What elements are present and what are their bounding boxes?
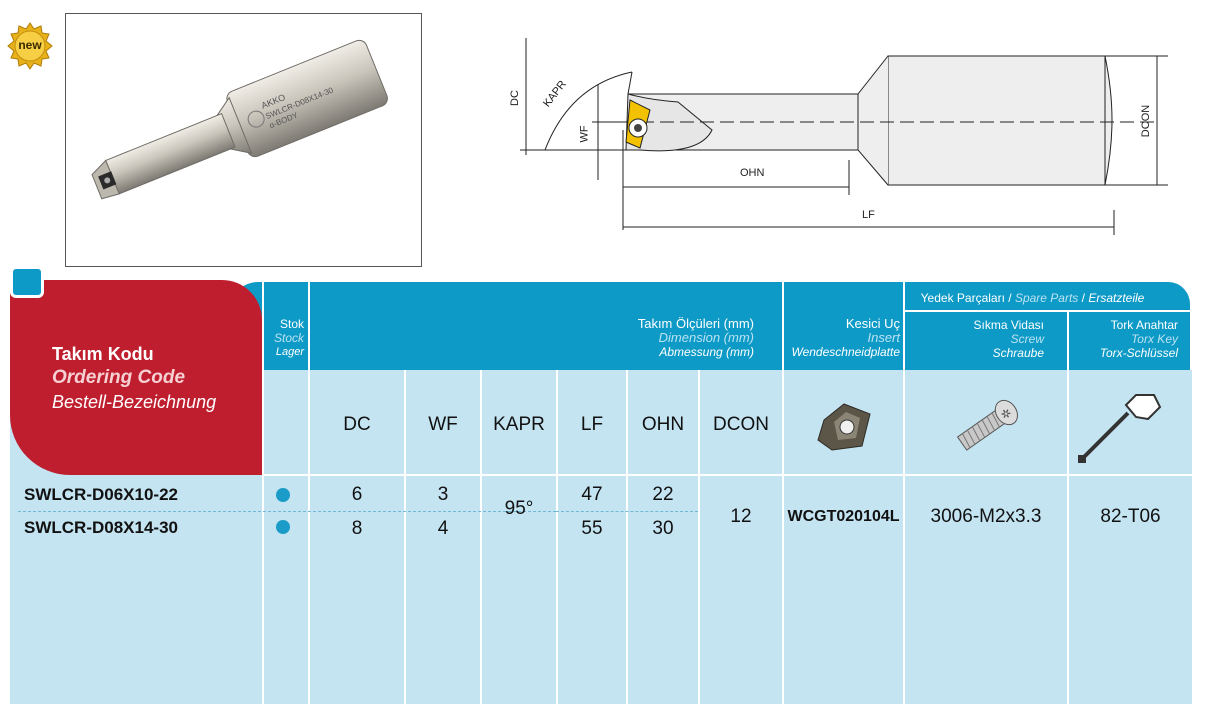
spare-parts-sep2: / (1078, 291, 1089, 305)
lf-label: LF (862, 209, 875, 221)
stock-indicator-icon (276, 520, 290, 534)
ohn-label: OHN (740, 167, 765, 179)
col-divider (480, 370, 482, 704)
row1-ohn: 22 (652, 484, 674, 505)
insert-header: Kesici Uç Insert Wendeschneidplatte (780, 316, 900, 360)
col-divider (782, 280, 784, 704)
col-head-ohn: OHN (641, 414, 685, 435)
spare-parts-header: Yedek Parçaları / Spare Parts / Ersatzte… (905, 291, 1160, 305)
torx-de: Torx-Schlüssel (1099, 346, 1178, 360)
ordering-code-body (10, 475, 262, 704)
insert-tr: Kesici Uç (845, 316, 900, 331)
col-divider (308, 280, 310, 704)
spare-parts-sep1: / (1004, 291, 1015, 305)
new-badge-icon (7, 22, 53, 70)
screw-de: Schraube (992, 346, 1044, 360)
technical-drawing: DC KAPR WF OHN LF DCON (500, 30, 1180, 240)
torx-key-icon (1078, 394, 1162, 463)
table-row-code: SWLCR-D08X14-30 (24, 518, 178, 537)
insert-de: Wendeschneidplatte (791, 345, 900, 359)
col-divider (262, 280, 264, 704)
row1-dc: 6 (351, 484, 363, 505)
stock-en: Stock (273, 331, 304, 345)
dc-label: DC (508, 90, 521, 106)
dimensions-tr: Takım Ölçüleri (mm) (637, 316, 754, 331)
insert-code: WCGT020104L (787, 508, 900, 525)
stock-tr: Stok (279, 317, 304, 331)
screw-header: Sıkma Vidası Screw Schraube (920, 318, 1044, 360)
torx-en: Torx Key (1131, 332, 1178, 346)
row-dotted-divider (556, 511, 698, 512)
spare-parts-en: Spare Parts (1014, 291, 1079, 305)
col-head-dc: DC (343, 414, 371, 435)
header-band-top (230, 282, 1190, 370)
spare-parts-de: Ersatzteile (1088, 291, 1145, 305)
col-divider (404, 370, 406, 704)
row1-lf: 47 (581, 484, 603, 505)
dimensions-de: Abmessung (mm) (659, 345, 754, 359)
wf-label: WF (578, 125, 591, 143)
row2-dc: 8 (351, 518, 363, 539)
row-dotted-divider (18, 511, 556, 512)
dcon-value: 12 (730, 506, 752, 527)
col-head-lf: LF (580, 414, 604, 435)
ordering-code-tr: Takım Kodu (52, 344, 154, 364)
row2-wf: 4 (437, 518, 449, 539)
stock-de: Lager (275, 346, 304, 358)
stock-indicator-icon (276, 488, 290, 502)
new-badge-label: new (18, 38, 42, 52)
small-logo-icon (10, 266, 44, 298)
col-divider (1067, 312, 1069, 704)
screw-icon: ✲ (956, 399, 1018, 451)
product-photo: AKKO SWLCR-D08X14-30 α-BODY (65, 13, 422, 267)
ordering-code-header (10, 280, 262, 475)
col-head-dcon: DCON (713, 414, 769, 435)
insert-en: Insert (867, 330, 900, 345)
col-head-wf: WF (428, 414, 458, 435)
kapr-value: 95° (504, 498, 534, 519)
dimensions-header: Takım Ölçüleri (mm) Dimension (mm) Abmes… (520, 316, 754, 360)
stock-header: Stok Stock Lager (262, 317, 304, 359)
row-divider (262, 474, 1192, 476)
screw-en: Screw (1010, 332, 1044, 346)
screw-tr: Sıkma Vidası (973, 318, 1044, 332)
screw-code: 3006-M2x3.3 (930, 506, 1042, 527)
ordering-code-en: Ordering Code (52, 367, 186, 388)
table-row-code: SWLCR-D06X10-22 (24, 485, 178, 504)
row1-wf: 3 (437, 484, 449, 505)
ordering-code-de: Bestell-Bezeichnung (52, 392, 217, 412)
torx-tr: Tork Anahtar (1110, 318, 1178, 332)
row2-ohn: 30 (652, 518, 674, 539)
spare-parts-divider (905, 310, 1192, 312)
col-divider (903, 280, 905, 704)
torx-code: 82-T06 (1100, 506, 1161, 527)
dimensions-en: Dimension (mm) (658, 330, 754, 345)
col-divider (698, 370, 700, 704)
insert-icon (817, 403, 871, 451)
spare-parts-tr: Yedek Parçaları (920, 291, 1005, 305)
col-divider (626, 370, 628, 704)
tool-holder-image: AKKO SWLCR-D08X14-30 α-BODY (91, 39, 388, 200)
row2-lf: 55 (581, 518, 603, 539)
tool-dimension-drawing (520, 38, 1168, 235)
col-divider (556, 370, 558, 704)
dcon-label: DCON (1140, 104, 1153, 138)
torx-header: Tork Anahtar Torx Key Torx-Schlüssel (1070, 318, 1178, 360)
col-head-kapr: KAPR (493, 414, 545, 435)
